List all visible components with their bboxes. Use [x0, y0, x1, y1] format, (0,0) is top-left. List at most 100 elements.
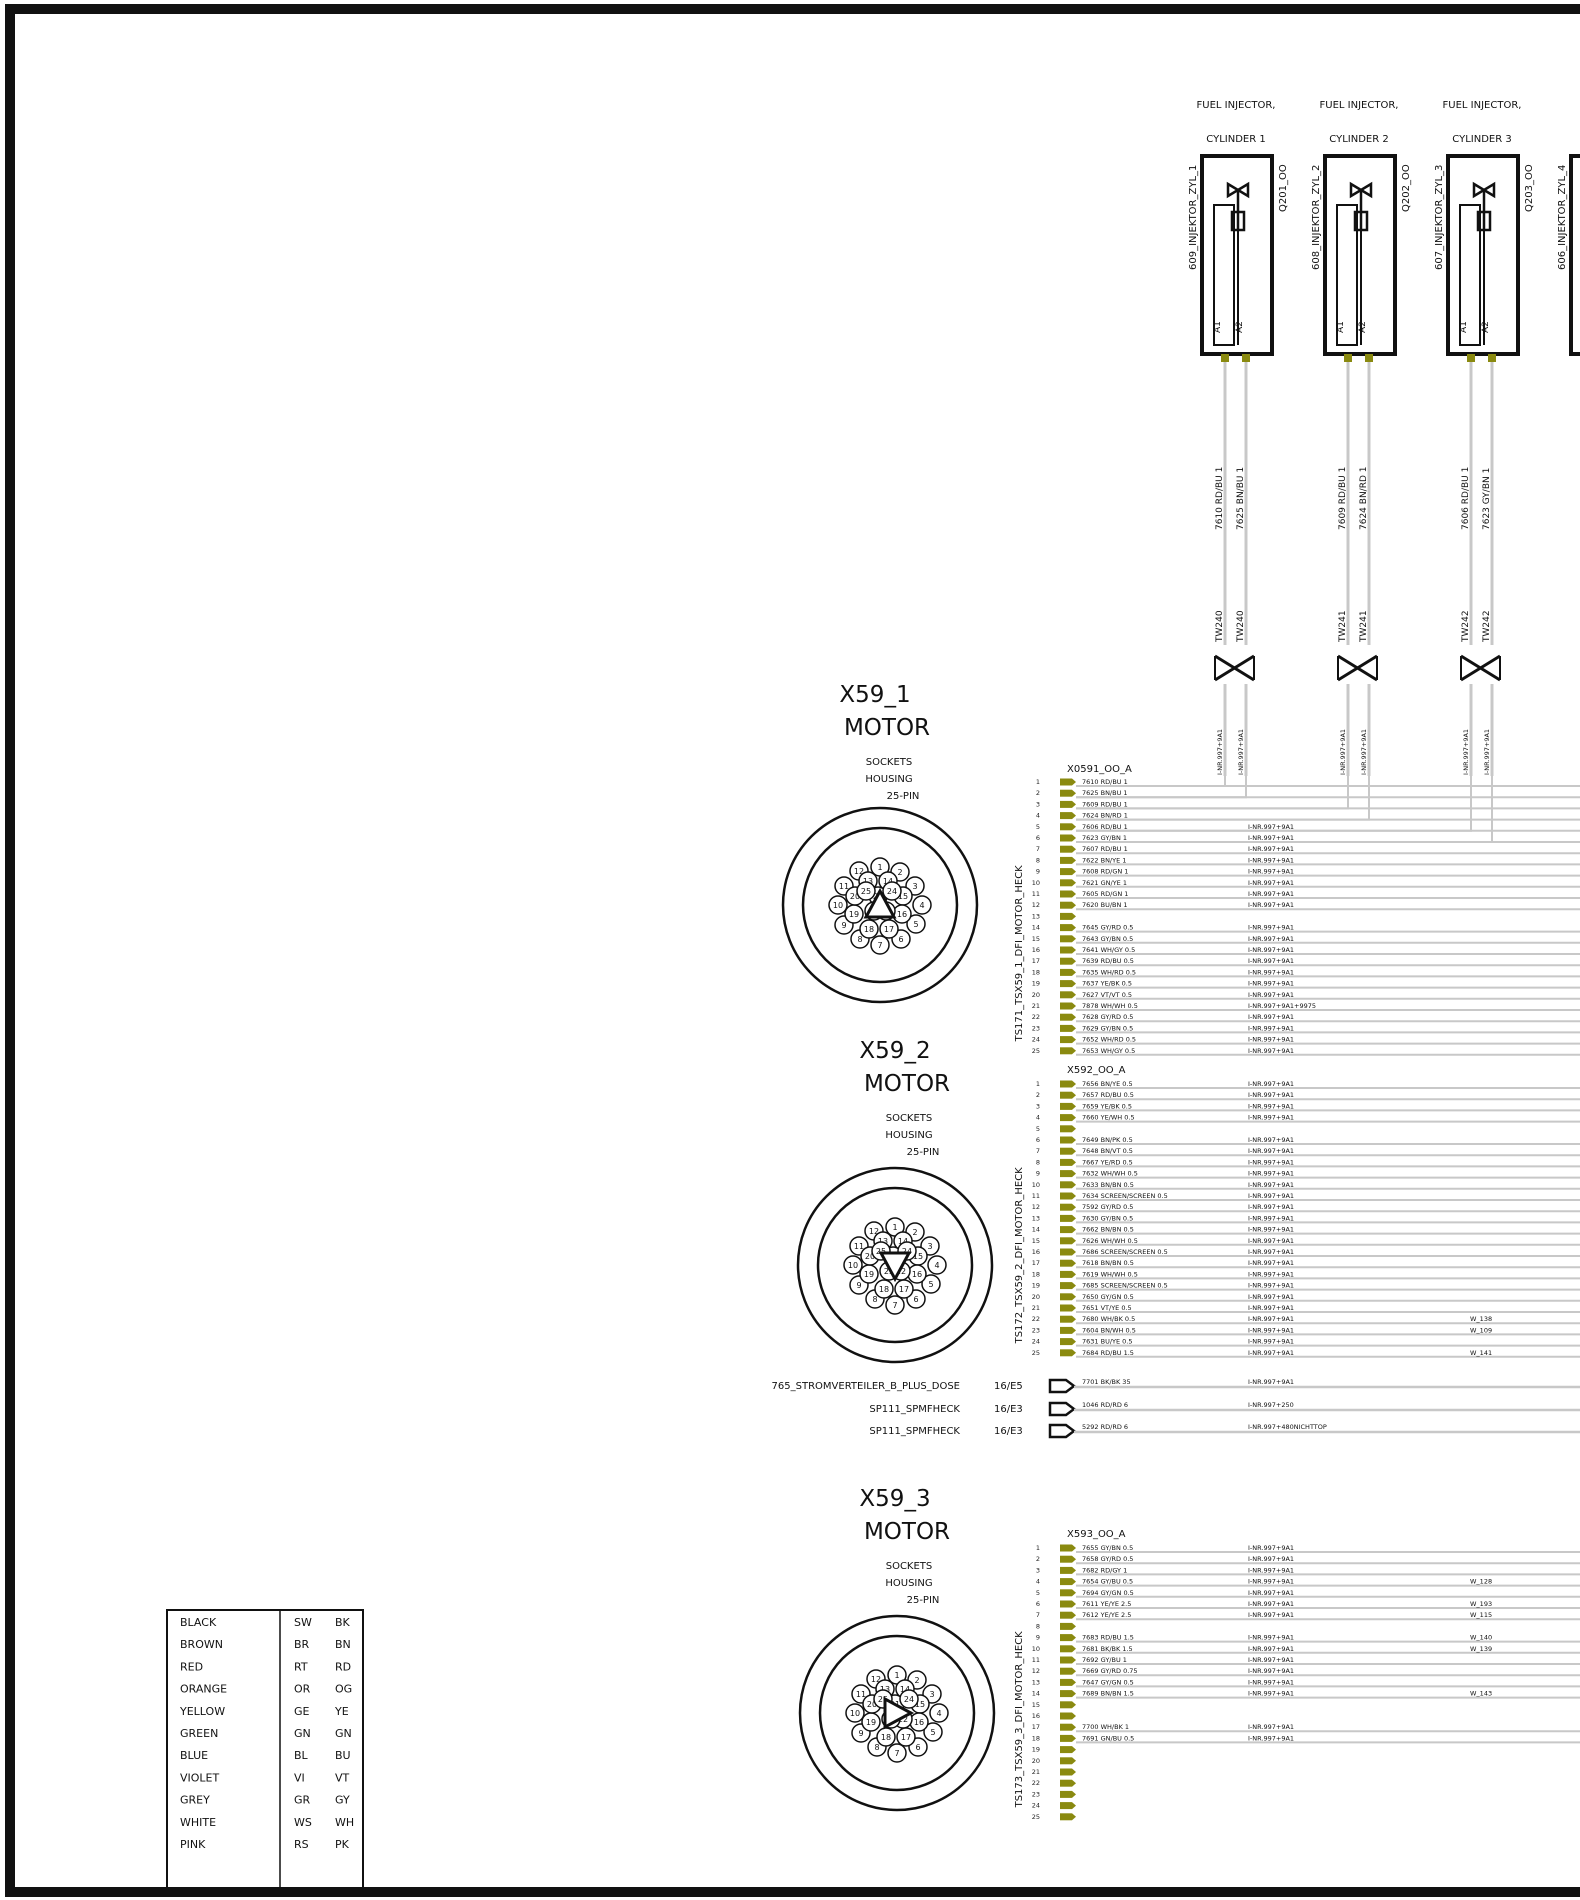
svg-text:2: 2 — [914, 1676, 919, 1685]
svg-text:5: 5 — [928, 1280, 933, 1289]
pin-number: 16 — [1032, 1248, 1040, 1256]
pin-terminal — [1060, 890, 1072, 898]
svg-text:20: 20 — [850, 892, 860, 901]
wire-label: 7650 GY/GN 0.5 — [1082, 1293, 1134, 1301]
svg-text:4: 4 — [934, 1261, 939, 1270]
svg-text:24: 24 — [904, 1695, 914, 1704]
injector-3: FUEL INJECTOR,CYLINDER 3607_INJEKTOR_ZYL… — [1434, 100, 1535, 776]
pin-number: 20 — [1032, 1293, 1040, 1301]
inr-label: I-NR.997+9A1 — [1237, 729, 1245, 775]
inr-label: I-NR.997+9A1 — [1248, 1214, 1294, 1222]
svg-text:25: 25 — [861, 887, 871, 896]
pin-number: 17 — [1032, 957, 1040, 965]
legend-code-de: RT — [294, 1660, 308, 1673]
wire-label: 7654 GY/BU 0.5 — [1082, 1578, 1133, 1586]
svg-text:8: 8 — [872, 1295, 877, 1304]
pin-a-label: A1 — [1459, 321, 1469, 333]
inr-label: I-NR.997+9A1 — [1248, 1282, 1294, 1290]
connector-x59_3: X59_3MOTORSOCKETSHOUSING25-PIN1234567891… — [798, 1486, 1580, 1821]
pin-number: 5 — [1036, 1125, 1040, 1133]
injector-id-label: 608_INJEKTOR_ZYL_2 — [1311, 165, 1322, 270]
off-page-arrow-icon — [1048, 1401, 1077, 1417]
pin-number: 17 — [1032, 1723, 1040, 1731]
svg-text:22: 22 — [898, 1715, 908, 1724]
legend-code-de: RS — [294, 1838, 309, 1851]
pin-number: 18 — [1032, 1270, 1040, 1278]
svg-text:10: 10 — [833, 901, 843, 910]
injector-subtitle: CYLINDER 2 — [1329, 134, 1388, 145]
connector-sub1: SOCKETS — [866, 757, 913, 768]
legend-code-en: VT — [335, 1771, 350, 1784]
inr-label: I-NR.997+480NICHTTOP — [1248, 1423, 1327, 1431]
svg-text:5: 5 — [930, 1728, 935, 1737]
pin-terminal — [1060, 1270, 1072, 1278]
connector-orientation-icon — [878, 1251, 912, 1283]
pin-terminal — [1365, 354, 1373, 362]
inr-label: I-NR.997+9A1 — [1248, 1656, 1294, 1664]
injector-box — [1446, 154, 1520, 356]
connector-x59_2: X59_2MOTORSOCKETSHOUSING25-PIN1234567891… — [796, 1038, 1580, 1364]
wire-label: 7627 VT/VT 0.5 — [1082, 991, 1132, 999]
pin-row: 19 — [1032, 1746, 1076, 1754]
wire-label: 7649 BN/PK 0.5 — [1082, 1136, 1133, 1144]
pin-number: 5 — [1036, 823, 1040, 831]
inr-label: I-NR.997+9A1 — [1248, 1158, 1294, 1166]
power-ref-sheet: 16/E3 — [994, 1404, 1023, 1415]
inr-label: I-NR.997+9A1 — [1248, 1248, 1294, 1256]
wire-label: 7652 WH/RD 0.5 — [1082, 1036, 1136, 1044]
pin-number: 10 — [1032, 1645, 1040, 1653]
pin-number: 11 — [1032, 1192, 1040, 1200]
inr-label: I-NR.997+9A1 — [1248, 1611, 1294, 1619]
inr-label: I-NR.997+9A1 — [1248, 890, 1294, 898]
pin-b-label: A2 — [1481, 321, 1491, 333]
inr-label: I-NR.997+9A1 — [1248, 1667, 1294, 1675]
svg-text:1: 1 — [877, 863, 882, 872]
pin-terminal — [1060, 1181, 1072, 1189]
injector-valve-icon — [1459, 181, 1496, 346]
pin-terminal — [1060, 1114, 1072, 1122]
pin-number: 12 — [1032, 1203, 1040, 1211]
pin-terminal — [1060, 1667, 1072, 1675]
wire-label: 7651 VT/YE 0.5 — [1082, 1304, 1132, 1312]
pin-number: 8 — [1036, 1622, 1040, 1630]
pin-terminal — [1060, 980, 1072, 988]
svg-text:15: 15 — [898, 892, 908, 901]
plug-label: X592_OO_A — [1067, 1065, 1126, 1076]
pin-terminal — [1060, 1349, 1072, 1357]
wire-label: 7694 GY/GN 0.5 — [1082, 1589, 1134, 1597]
pin-terminal — [1060, 1192, 1072, 1200]
inr-label: I-NR.997+9A1 — [1248, 1114, 1294, 1122]
connector-sub3: 25-PIN — [907, 1595, 940, 1606]
pin-number: 22 — [1032, 1013, 1040, 1021]
pin-number: 15 — [1032, 1237, 1040, 1245]
harness-label: TS173_TSX59_3_DFI_MOTOR_HECK — [1014, 1631, 1025, 1809]
inr-label: I-NR.997+9A1 — [1248, 1600, 1294, 1608]
inr-label: I-NR.997+9A1+9975 — [1248, 1002, 1316, 1010]
inr-label: I-NR.997+9A1 — [1248, 1645, 1294, 1653]
wire-label: 7610 RD/BU 1 — [1082, 778, 1128, 786]
legend-color: RED — [180, 1660, 203, 1673]
pin-number: 25 — [1032, 1047, 1040, 1055]
wire-label: 7691 GN/BU 0.5 — [1082, 1734, 1134, 1742]
pin-terminal — [1060, 1589, 1072, 1597]
pin-terminal — [1060, 1566, 1072, 1574]
svg-text:14: 14 — [883, 877, 893, 886]
pin-terminal — [1060, 1734, 1072, 1742]
wire-label: 7610 RD/BU 1 — [1215, 467, 1225, 530]
pin-terminal — [1060, 1622, 1072, 1630]
inr-label: I-NR.997+9A1 — [1248, 1047, 1294, 1055]
wire-label: 7623 GY/BN 1 — [1082, 834, 1127, 842]
